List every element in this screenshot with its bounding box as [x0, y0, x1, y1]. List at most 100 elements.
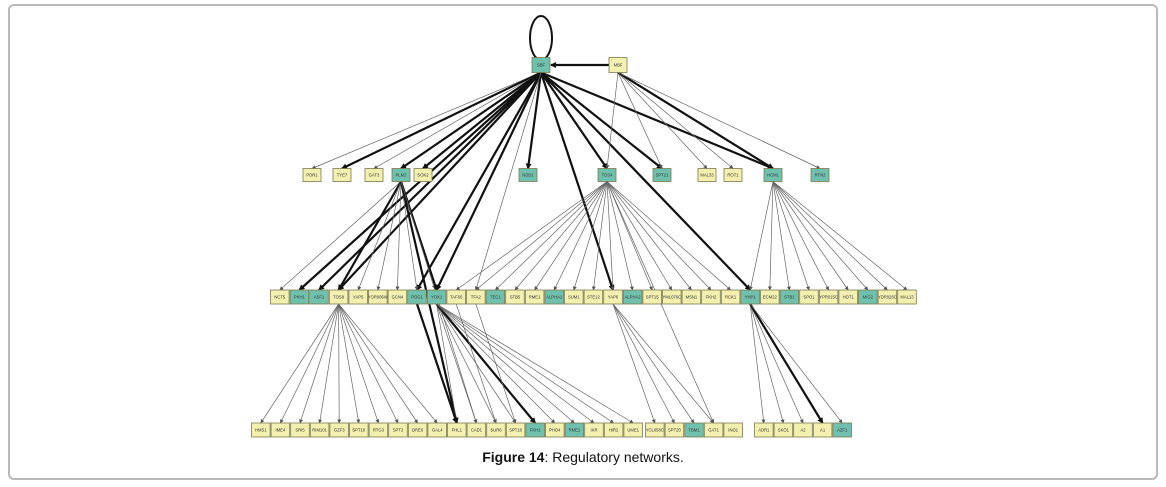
node-fhl1[interactable]: FHL1: [447, 422, 467, 438]
node-ypr015c[interactable]: YPR015C: [818, 289, 839, 305]
node-asf1[interactable]: ASF1: [309, 289, 329, 305]
node-pho4[interactable]: PHO4: [545, 422, 565, 438]
node-plm2[interactable]: PLM2: [391, 168, 411, 182]
node-ixr[interactable]: IXR: [584, 422, 604, 438]
node-box: [388, 422, 408, 438]
node-hir2[interactable]: HIR2: [603, 422, 624, 438]
node-label: SKO1: [778, 428, 790, 433]
node-pdr1[interactable]: PDR1: [302, 168, 322, 182]
node-taf60[interactable]: TAF60: [446, 289, 466, 305]
node-yap5[interactable]: YAP5: [348, 289, 368, 305]
node-box: [531, 57, 551, 73]
edge-tfa2-to-spt16: [475, 303, 517, 424]
node-ydr026c[interactable]: YDR026C: [877, 289, 898, 305]
node-hot1[interactable]: HOT1: [838, 289, 858, 305]
node-alpha2[interactable]: ALPHA2: [622, 289, 643, 305]
node-spo1[interactable]: SPO1: [799, 289, 819, 305]
edge-sbf-to-tfa2: [474, 72, 542, 291]
node-label: STE12: [587, 295, 600, 300]
node-yor006w[interactable]: YOR006W: [368, 289, 388, 305]
edge-yox1-to-ixr: [436, 303, 595, 424]
node-box: [525, 422, 545, 438]
node-spt10[interactable]: SPT10: [349, 422, 369, 438]
node-hms1[interactable]: HMS1: [251, 422, 271, 438]
node-a1[interactable]: A1: [812, 422, 833, 438]
node-gal4[interactable]: GAL4: [427, 422, 447, 438]
node-label: SPT21: [656, 173, 669, 178]
node-spt15[interactable]: SPT15: [642, 289, 662, 305]
node-spt21[interactable]: SPT21: [652, 168, 672, 182]
node-azf1[interactable]: AZF1: [832, 422, 852, 438]
node-ecm22[interactable]: ECM22: [760, 289, 780, 305]
node-tec1[interactable]: TEC1: [485, 289, 506, 305]
node-box: [309, 289, 329, 305]
node-tye7[interactable]: TYE7: [332, 168, 352, 182]
node-spt16[interactable]: SPT16: [505, 422, 526, 438]
node-cad1[interactable]: CAD1: [466, 422, 487, 438]
node-spt20[interactable]: SPT20: [664, 422, 685, 438]
node-yox1[interactable]: YOX1: [426, 289, 447, 305]
node-fkh2[interactable]: FKH2: [701, 289, 721, 305]
node-gat3[interactable]: GAT3: [364, 168, 384, 182]
node-label: GZF3: [334, 428, 345, 433]
node-sbf[interactable]: SBF: [531, 57, 551, 73]
node-sok2[interactable]: SOK2: [413, 168, 433, 182]
node-ste12[interactable]: STE12: [583, 289, 604, 305]
node-rme1b[interactable]: RME1: [564, 422, 585, 438]
node-rot1[interactable]: ROT1: [723, 168, 743, 182]
node-sur6[interactable]: SUR6: [486, 422, 506, 438]
edge-tos4-to-stb5: [514, 181, 608, 291]
node-stb1[interactable]: STB1: [779, 289, 800, 305]
node-adr1[interactable]: ADR1: [754, 422, 774, 438]
node-dre6[interactable]: DRE6: [407, 422, 428, 438]
node-sri5[interactable]: SRI5: [290, 422, 310, 438]
node-tos8[interactable]: TOS8: [328, 289, 349, 305]
node-rck1[interactable]: RCK1: [720, 289, 741, 305]
node-rtg3[interactable]: RTG3: [368, 422, 389, 438]
node-box: [793, 422, 813, 438]
node-mal33[interactable]: MAL33: [697, 168, 717, 182]
node-ndd1[interactable]: NDD1: [518, 168, 538, 182]
node-yhp1[interactable]: YHP1: [740, 289, 760, 305]
node-box: [838, 289, 858, 305]
node-spt2[interactable]: SPT2: [388, 422, 408, 438]
node-yml076c[interactable]: YML076C: [662, 289, 682, 305]
node-tbm1[interactable]: TBM1: [684, 422, 704, 438]
node-ycl058c[interactable]: YCL058C: [645, 422, 665, 438]
node-label: HCM1: [767, 173, 780, 178]
edge-plm2-to-tos8: [337, 180, 402, 291]
node-label: GAT3: [369, 173, 380, 178]
node-fkh1[interactable]: FKH1: [525, 422, 545, 438]
node-rtn2[interactable]: RTN2: [810, 168, 830, 182]
node-gat1[interactable]: GAT1: [703, 422, 724, 438]
node-label: YPR015C: [819, 295, 838, 300]
edge-yhp1-to-azf1: [749, 303, 843, 424]
node-ino1[interactable]: INO1: [723, 422, 743, 438]
node-nct5[interactable]: NCT5: [270, 289, 290, 305]
edge-tos8-to-gzf3: [337, 303, 342, 424]
node-sko1[interactable]: SKO1: [773, 422, 794, 438]
node-gzf3[interactable]: GZF3: [329, 422, 349, 438]
node-mbf[interactable]: MBF: [608, 57, 628, 73]
node-alpha1[interactable]: ALPHA1: [544, 289, 564, 305]
node-rme1[interactable]: RME1: [524, 289, 545, 305]
node-ime4[interactable]: IME4: [270, 422, 291, 438]
node-tfa2[interactable]: TFA2: [466, 289, 486, 305]
node-box: [622, 289, 643, 305]
node-mal13[interactable]: MAL13: [897, 289, 917, 305]
node-tos4[interactable]: TOS4: [597, 168, 617, 182]
node-yap6[interactable]: YAP6: [603, 289, 623, 305]
node-stb5[interactable]: STB5: [505, 289, 525, 305]
node-a2[interactable]: A2: [793, 422, 813, 438]
edge-tos4-to-yap6: [606, 181, 615, 291]
node-sum1[interactable]: SUM1: [564, 289, 584, 305]
node-pog1[interactable]: POG1: [407, 289, 427, 305]
node-msn1[interactable]: MSN1: [681, 289, 702, 305]
node-pkh1[interactable]: PKH1: [289, 289, 310, 305]
node-mig2[interactable]: MIG2: [858, 289, 878, 305]
node-gcn4[interactable]: GCN4: [387, 289, 408, 305]
node-hcm1[interactable]: HCM1: [763, 168, 783, 182]
node-rim101[interactable]: RIM101: [309, 422, 330, 438]
node-ume1[interactable]: UME1: [623, 422, 643, 438]
node-label: MAL13: [900, 295, 914, 300]
